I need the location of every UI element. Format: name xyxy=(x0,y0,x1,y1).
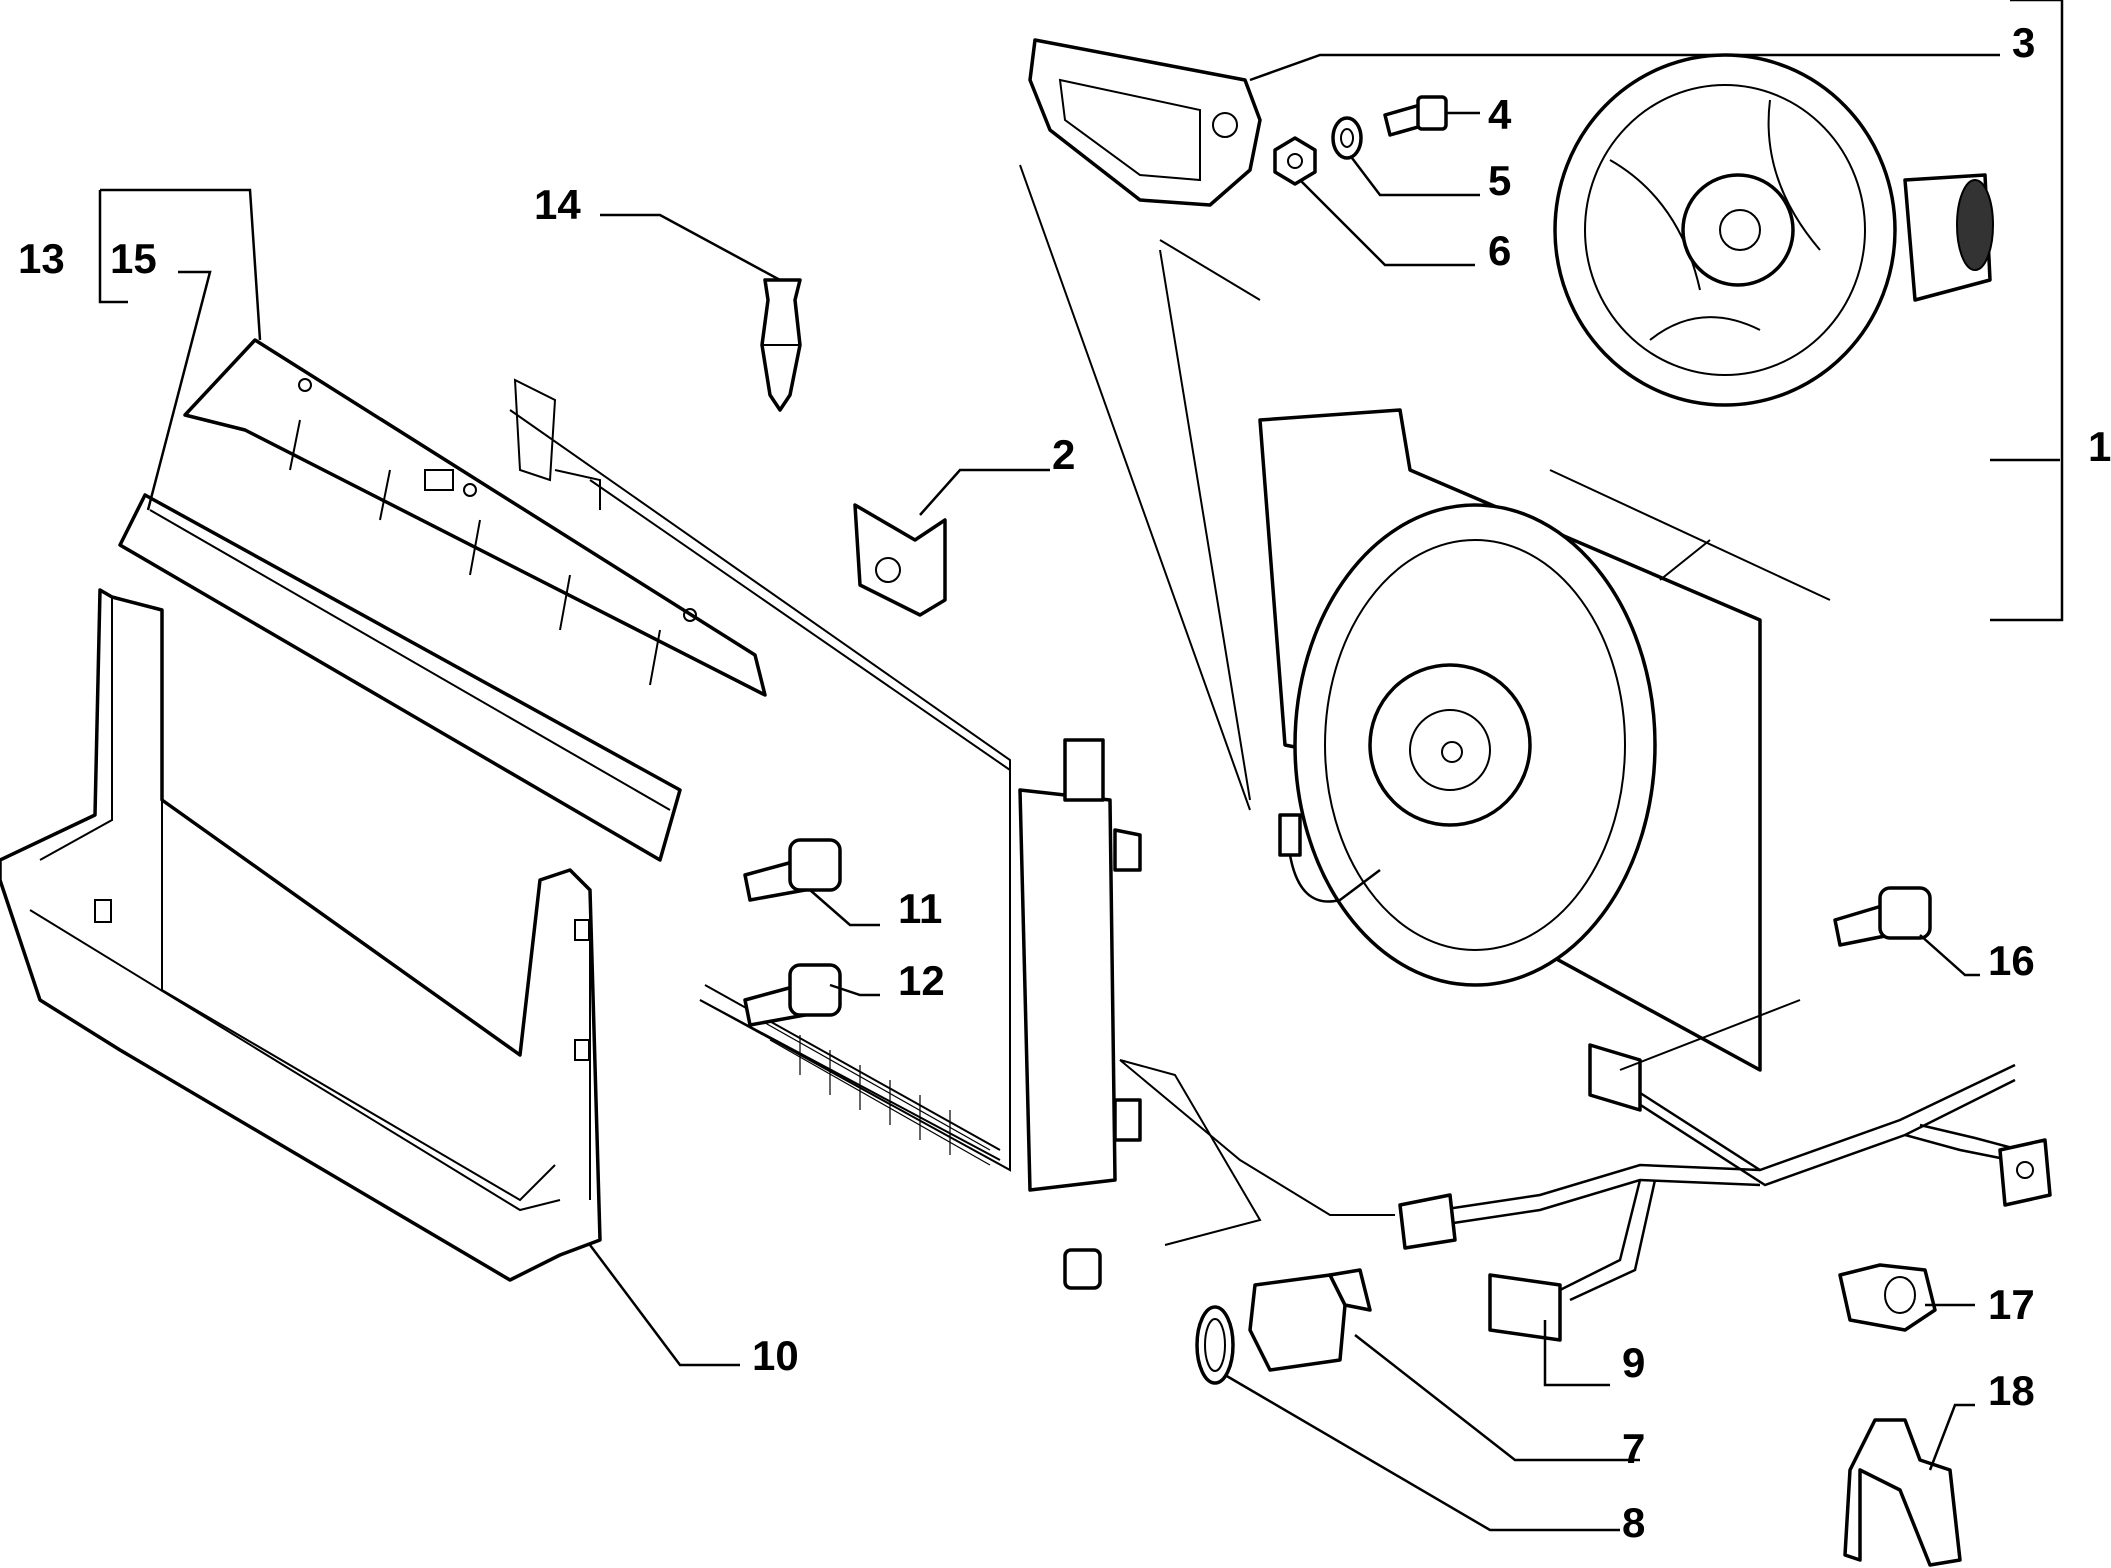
callout-13: 13 xyxy=(18,235,65,282)
callout-4: 4 xyxy=(1488,91,1512,138)
cable-clip-18 xyxy=(1843,1418,1962,1567)
push-pin-clip xyxy=(760,278,802,412)
callout-18: 18 xyxy=(1988,1367,2035,1414)
callout-10: 10 xyxy=(752,1332,799,1379)
lower-shroud-frame xyxy=(0,588,602,1282)
thermal-switch xyxy=(1248,1268,1372,1372)
bolt-11 xyxy=(743,838,842,902)
sealing-ring xyxy=(1195,1305,1235,1385)
cable-clip-17 xyxy=(1838,1263,1937,1332)
callout-1: 1 xyxy=(2088,423,2111,470)
callout-8: 8 xyxy=(1622,1499,1646,1546)
leader-lines xyxy=(98,0,2064,1532)
callout-6: 6 xyxy=(1488,227,1512,274)
callout-15: 15 xyxy=(110,235,157,282)
bolt-12 xyxy=(743,963,842,1027)
wiring-harness xyxy=(1398,1043,2052,1342)
callout-17: 17 xyxy=(1988,1281,2035,1328)
fan-blade-assembly xyxy=(1553,53,1994,407)
callout-5: 5 xyxy=(1488,157,1512,204)
callout-12: 12 xyxy=(898,957,945,1004)
upper-deflector-panel xyxy=(118,338,767,862)
callout-7: 7 xyxy=(1622,1425,1646,1472)
callout-14: 14 xyxy=(534,181,581,228)
callout-16: 16 xyxy=(1988,937,2035,984)
nut xyxy=(1273,136,1317,186)
clip-nut xyxy=(853,503,947,617)
callout-9: 9 xyxy=(1622,1339,1646,1386)
fan-shroud xyxy=(1258,408,1762,1072)
callout-2: 2 xyxy=(1052,431,1076,478)
resistor-module xyxy=(1028,38,1262,207)
screw xyxy=(1383,95,1448,137)
callout-11: 11 xyxy=(898,885,943,932)
washer xyxy=(1331,116,1363,160)
radiator xyxy=(509,378,1142,1290)
bolt-16 xyxy=(1833,886,1932,947)
callout-3: 3 xyxy=(2012,19,2036,66)
